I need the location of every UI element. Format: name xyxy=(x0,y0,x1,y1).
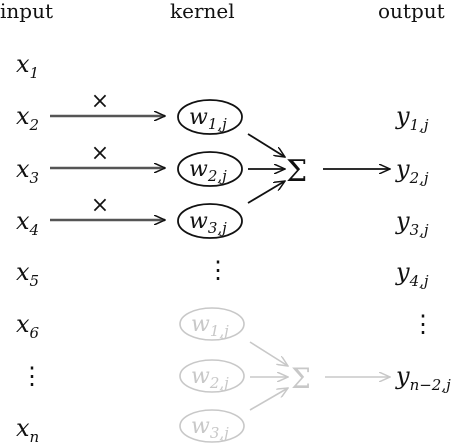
kernel-node-w3 xyxy=(177,203,243,239)
sum-arrows xyxy=(247,133,285,204)
faded-arrow-w3-sum xyxy=(249,388,288,411)
multiply-sign-3: × xyxy=(91,193,109,218)
multiply-sign-1: × xyxy=(91,89,109,114)
input-x1: x1 xyxy=(16,50,39,82)
output-yn-2: yn−2,j xyxy=(395,362,451,394)
kernel-node-w2 xyxy=(177,151,243,187)
input-x5: x5 xyxy=(16,258,39,290)
input-xn: xn xyxy=(16,414,39,446)
sum-symbol: Σ xyxy=(286,154,307,189)
input-column: x1 x2 x3 x4 x5 x6 ⋮ xn xyxy=(16,50,44,446)
faded-kernel-label-w2: w2,j xyxy=(191,364,229,392)
faded-kernel-node-w1 xyxy=(179,307,245,341)
output-y3: y3,j xyxy=(395,207,429,239)
output-y2: y2,j xyxy=(395,155,429,187)
multiply-arrows: × × × xyxy=(50,89,165,220)
faded-kernel-label-w3: w3,j xyxy=(191,414,229,442)
arrow-w3-sum xyxy=(247,181,285,204)
kernel-ellipsis: ⋮ xyxy=(206,256,230,284)
output-header: output xyxy=(378,0,445,23)
kernel-active: w1,j w2,j w3,j xyxy=(177,99,243,239)
output-ellipsis: ⋮ xyxy=(411,310,435,338)
faded-arrow-w1-sum xyxy=(249,341,288,366)
faded-kernel-label-w1: w1,j xyxy=(191,312,229,340)
output-y4: y4,j xyxy=(395,258,429,290)
input-ellipsis: ⋮ xyxy=(20,362,44,390)
kernel-label-w2: w2,j xyxy=(189,157,227,185)
output-column: y1,j y2,j y3,j y4,j ⋮ yn−2,j xyxy=(395,102,451,394)
kernel-label-w3: w3,j xyxy=(189,209,227,237)
input-x2: x2 xyxy=(16,102,39,134)
kernel-faded: w1,j w2,j w3,j Σ xyxy=(179,307,390,443)
kernel-header: kernel xyxy=(170,0,235,23)
arrow-w1-sum xyxy=(247,133,285,157)
multiply-sign-2: × xyxy=(91,141,109,166)
kernel-label-w1: w1,j xyxy=(189,105,227,133)
input-x4: x4 xyxy=(16,207,39,239)
faded-kernel-node-w2 xyxy=(179,359,245,393)
kernel-node-w1 xyxy=(177,99,243,135)
input-header: input xyxy=(0,0,53,23)
faded-kernel-node-w3 xyxy=(179,409,245,443)
output-y1: y1,j xyxy=(395,102,429,134)
faded-sum-symbol: Σ xyxy=(291,362,311,395)
input-x6: x6 xyxy=(16,310,40,342)
input-x3: x3 xyxy=(16,155,39,187)
